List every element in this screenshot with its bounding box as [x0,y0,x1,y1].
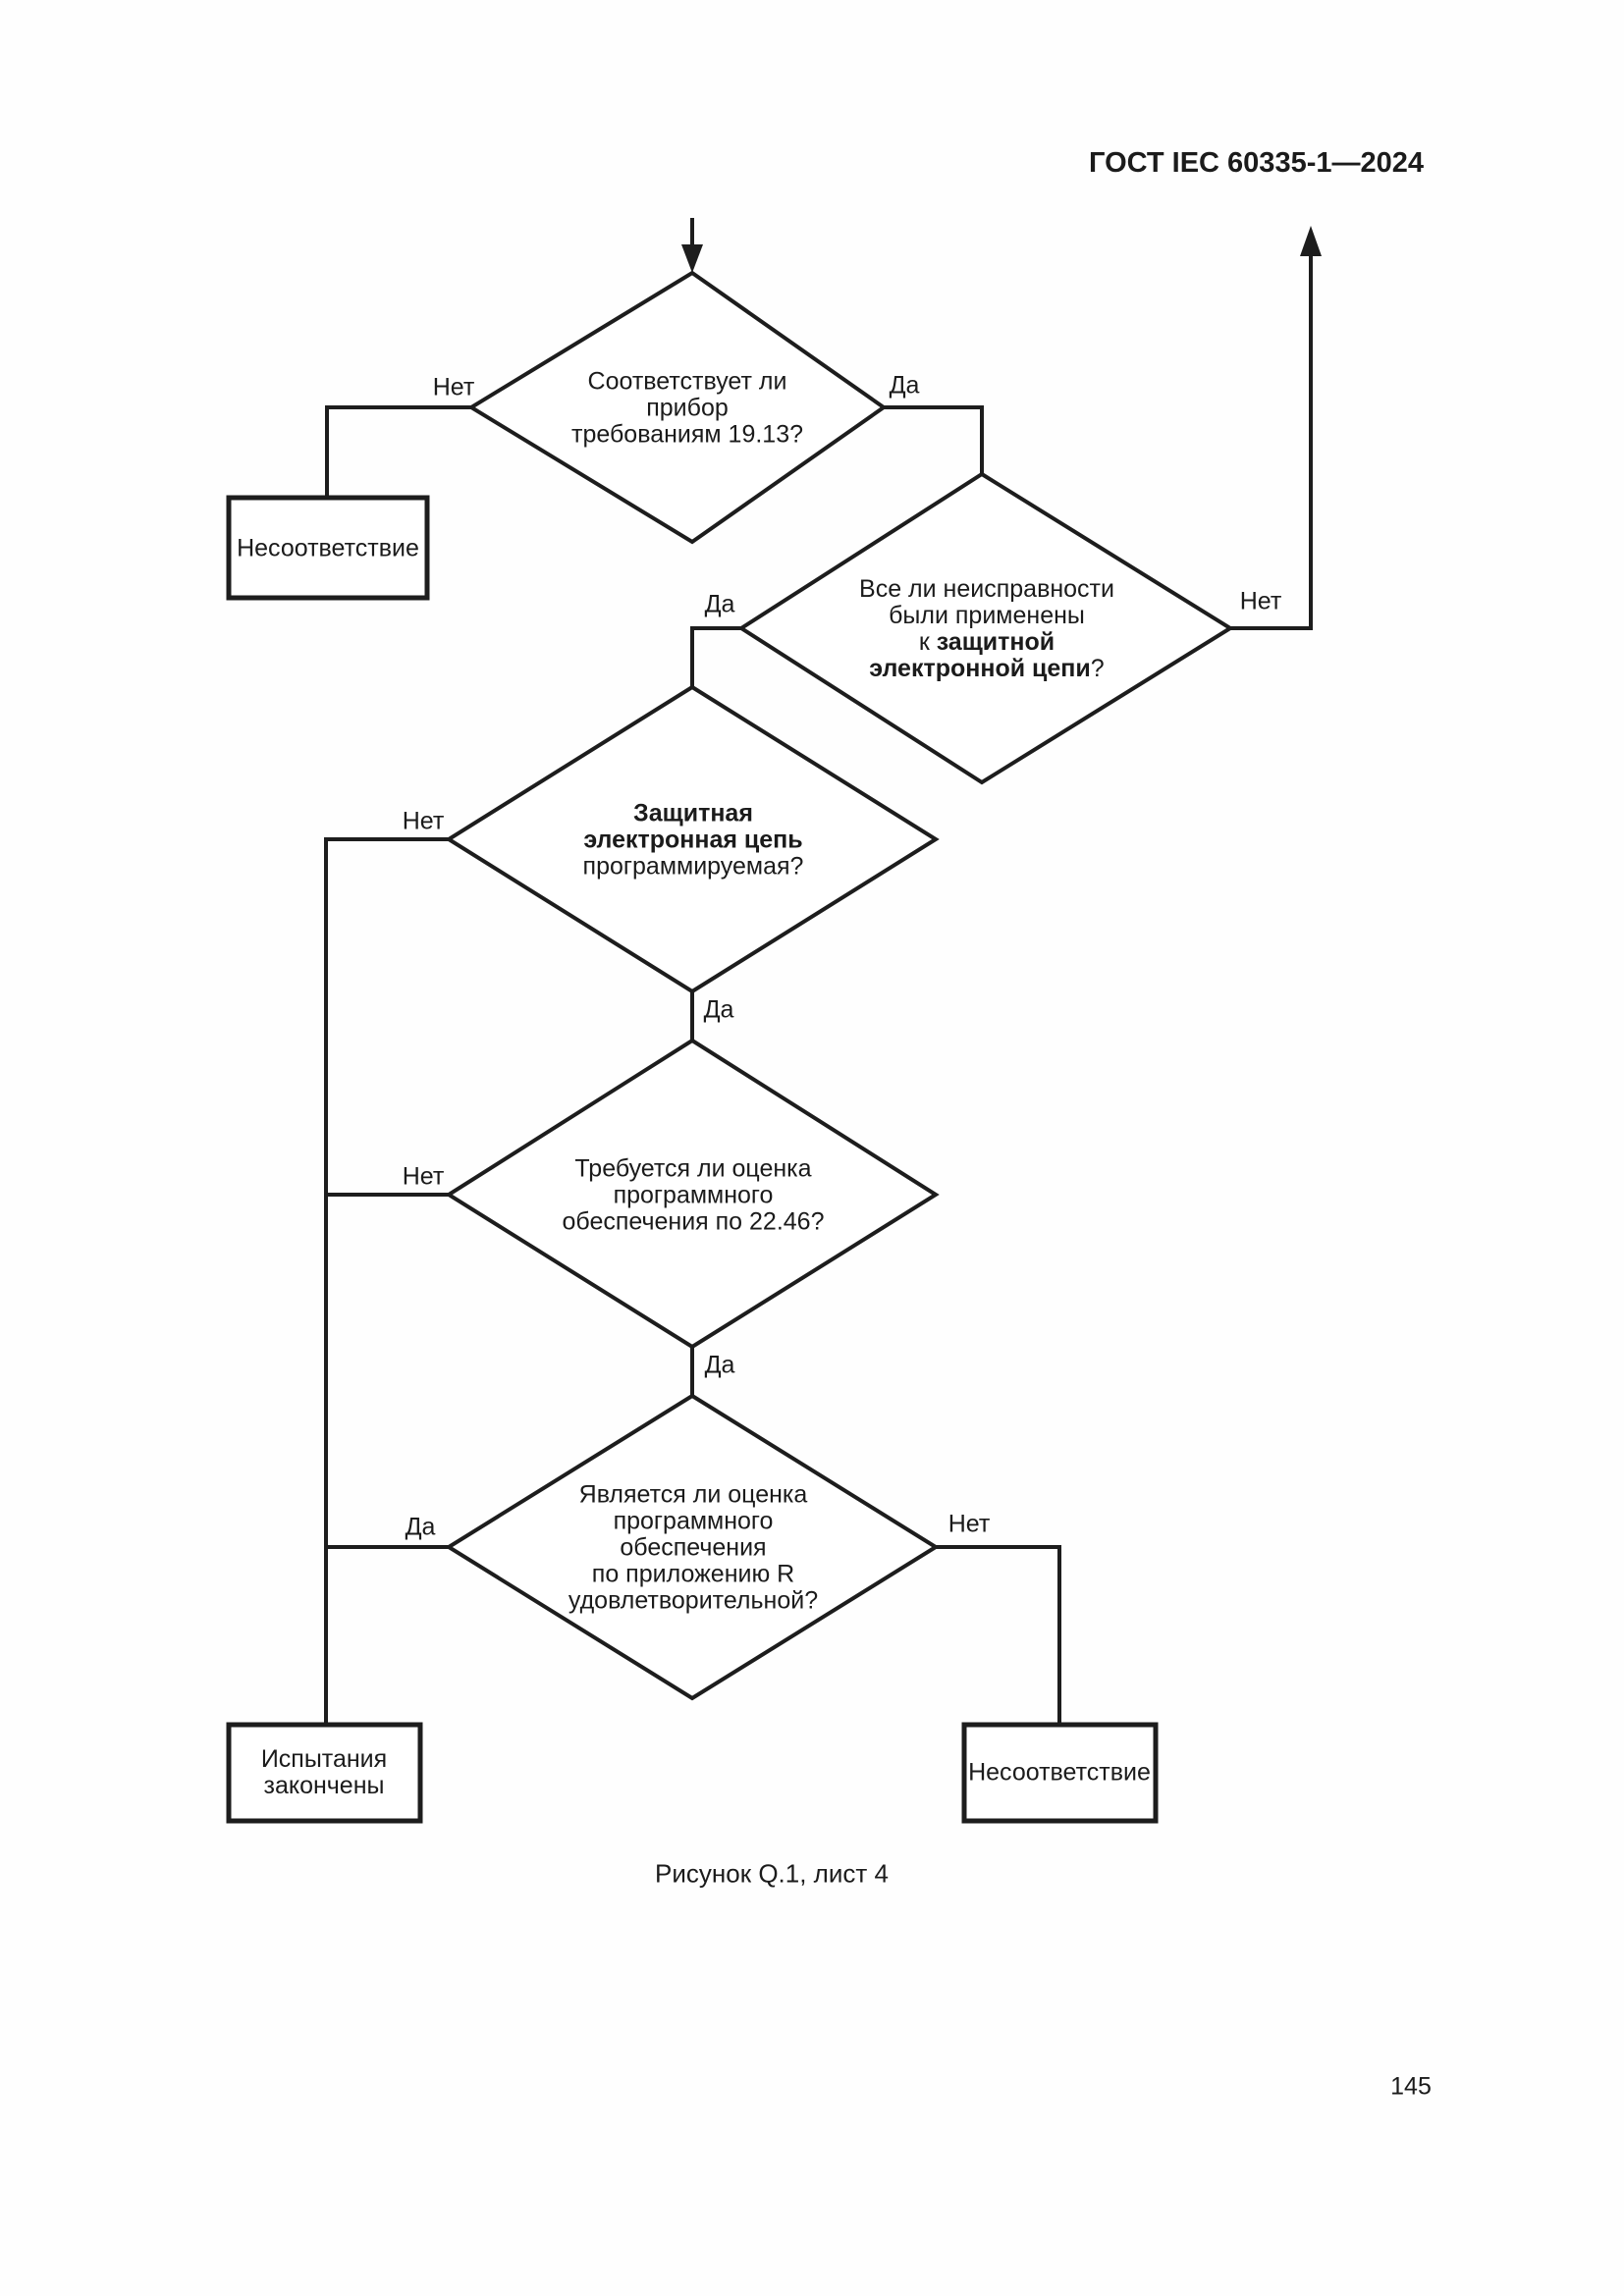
label-d1-yes: Да [889,371,920,400]
connector-d1-no [325,405,471,498]
page-number: 145 [1390,2072,1432,2101]
connector-d2-no-return [1230,253,1313,630]
label-d2-no: Нет [1239,587,1282,615]
decision-5-diamond [445,1393,940,1701]
box-noncompliance-bottom [961,1722,1159,1824]
decision-5-text: Является ли оценка программного обеспече… [568,1480,819,1615]
decision-1-text: Соответствует ли прибор требованиям 19.1… [570,367,804,449]
label-d5-no: Нет [947,1510,991,1538]
box-noncompliance-top-text: Несоответствие [237,534,419,562]
connector-d5-no [936,1545,1061,1725]
connector-d3-no-rail [324,837,449,1725]
label-d5-yes: Да [405,1513,436,1541]
connector-d2-yes [690,626,741,687]
decision-2-diamond [737,471,1234,785]
connector-d1-yes [884,405,984,474]
decision-1-diamond [467,270,888,545]
return-arrow-head-icon [1300,226,1322,256]
decision-2-text: Все ли неисправности были применены к за… [859,575,1114,682]
figure-caption: Рисунок Q.1, лист 4 [655,1858,889,1889]
box-tests-finished [226,1722,423,1824]
label-d3-yes: Да [703,995,734,1024]
entry-arrow-head-icon [681,244,703,273]
label-d1-no: Нет [432,373,475,401]
label-d4-no: Нет [402,1162,445,1191]
label-d2-yes: Да [704,590,735,618]
label-d3-no: Нет [402,807,445,835]
box-noncompliance-top [226,495,430,601]
page-header: ГОСТ IEC 60335-1—2024 [1089,147,1424,179]
decision-4-text: Требуется ли оценка программного обеспеч… [562,1154,825,1236]
box-tests-finished-text: Испытания закончены [260,1745,388,1799]
decision-3-text: Защитная электронная цепь программируема… [582,799,804,881]
label-d4-yes: Да [704,1351,735,1379]
box-noncompliance-bottom-text: Несоответствие [968,1758,1151,1787]
